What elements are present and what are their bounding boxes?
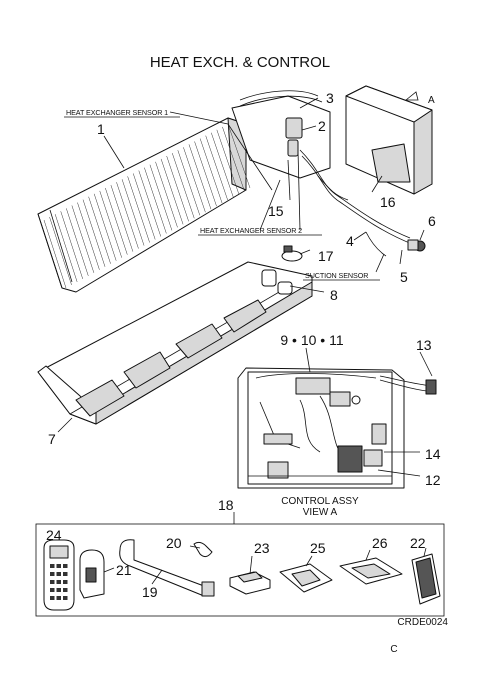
callout-21: 21 bbox=[116, 562, 132, 578]
callout-7: 7 bbox=[48, 431, 56, 447]
callout-5: 5 bbox=[400, 269, 408, 285]
callout-14: 14 bbox=[425, 446, 441, 462]
control-assembly bbox=[237, 367, 437, 489]
leader-lines bbox=[57, 97, 433, 585]
plate-25 bbox=[279, 563, 333, 593]
diagram-title: HEAT EXCH. & CONTROL bbox=[150, 54, 330, 71]
bracket-23 bbox=[229, 571, 271, 595]
accessory-box bbox=[35, 512, 445, 617]
drain-hose bbox=[119, 539, 215, 597]
drain-pan bbox=[37, 261, 313, 425]
callout-4: 4 bbox=[346, 233, 354, 249]
drawing-code: CRDE0024 bbox=[397, 617, 448, 628]
callout-6: 6 bbox=[428, 213, 436, 229]
label-hx-sensor-2: HEAT EXCHANGER SENSOR 2 bbox=[200, 226, 302, 235]
callout-3: 3 bbox=[326, 90, 334, 106]
clip bbox=[193, 541, 213, 558]
callout-25: 25 bbox=[310, 540, 326, 556]
callout-15: 15 bbox=[268, 203, 284, 219]
control-cover: A bbox=[345, 85, 435, 195]
callout-13: 13 bbox=[416, 337, 432, 353]
remote-holder bbox=[79, 549, 105, 599]
callout-12: 12 bbox=[425, 472, 441, 488]
revision-letter: C bbox=[390, 644, 397, 655]
filter-26 bbox=[339, 557, 403, 585]
callout-16: 16 bbox=[380, 194, 396, 210]
label-suction-sensor: SUCTION SENSOR bbox=[305, 271, 368, 280]
callout-22: 22 bbox=[410, 535, 426, 551]
piping-block bbox=[231, 90, 426, 257]
callout-1: 1 bbox=[97, 121, 105, 137]
heat-exchanger bbox=[37, 117, 251, 293]
label-view-a: VIEW A bbox=[303, 507, 338, 518]
callout-19: 19 bbox=[142, 584, 158, 600]
heat-exchanger-fins bbox=[43, 123, 251, 289]
sensor-17 bbox=[281, 245, 303, 262]
callout-8: 8 bbox=[330, 287, 338, 303]
manual-22 bbox=[411, 553, 441, 605]
callout-26: 26 bbox=[372, 535, 388, 551]
label-control-assy: CONTROL ASSY bbox=[281, 496, 359, 507]
label-hx-sensor-1: HEAT EXCHANGER SENSOR 1 bbox=[66, 108, 168, 117]
callout-24: 24 bbox=[46, 527, 62, 543]
callout-20: 20 bbox=[166, 535, 182, 551]
callout-18: 18 bbox=[218, 497, 234, 513]
remote-controller bbox=[43, 539, 75, 611]
remote-buttons bbox=[50, 564, 68, 600]
callout-9-10-11: 9 • 10 • 11 bbox=[280, 332, 343, 348]
callout-2: 2 bbox=[318, 118, 326, 134]
callout-17: 17 bbox=[318, 248, 334, 264]
view-marker-a: A bbox=[428, 95, 435, 106]
callout-23: 23 bbox=[254, 540, 270, 556]
